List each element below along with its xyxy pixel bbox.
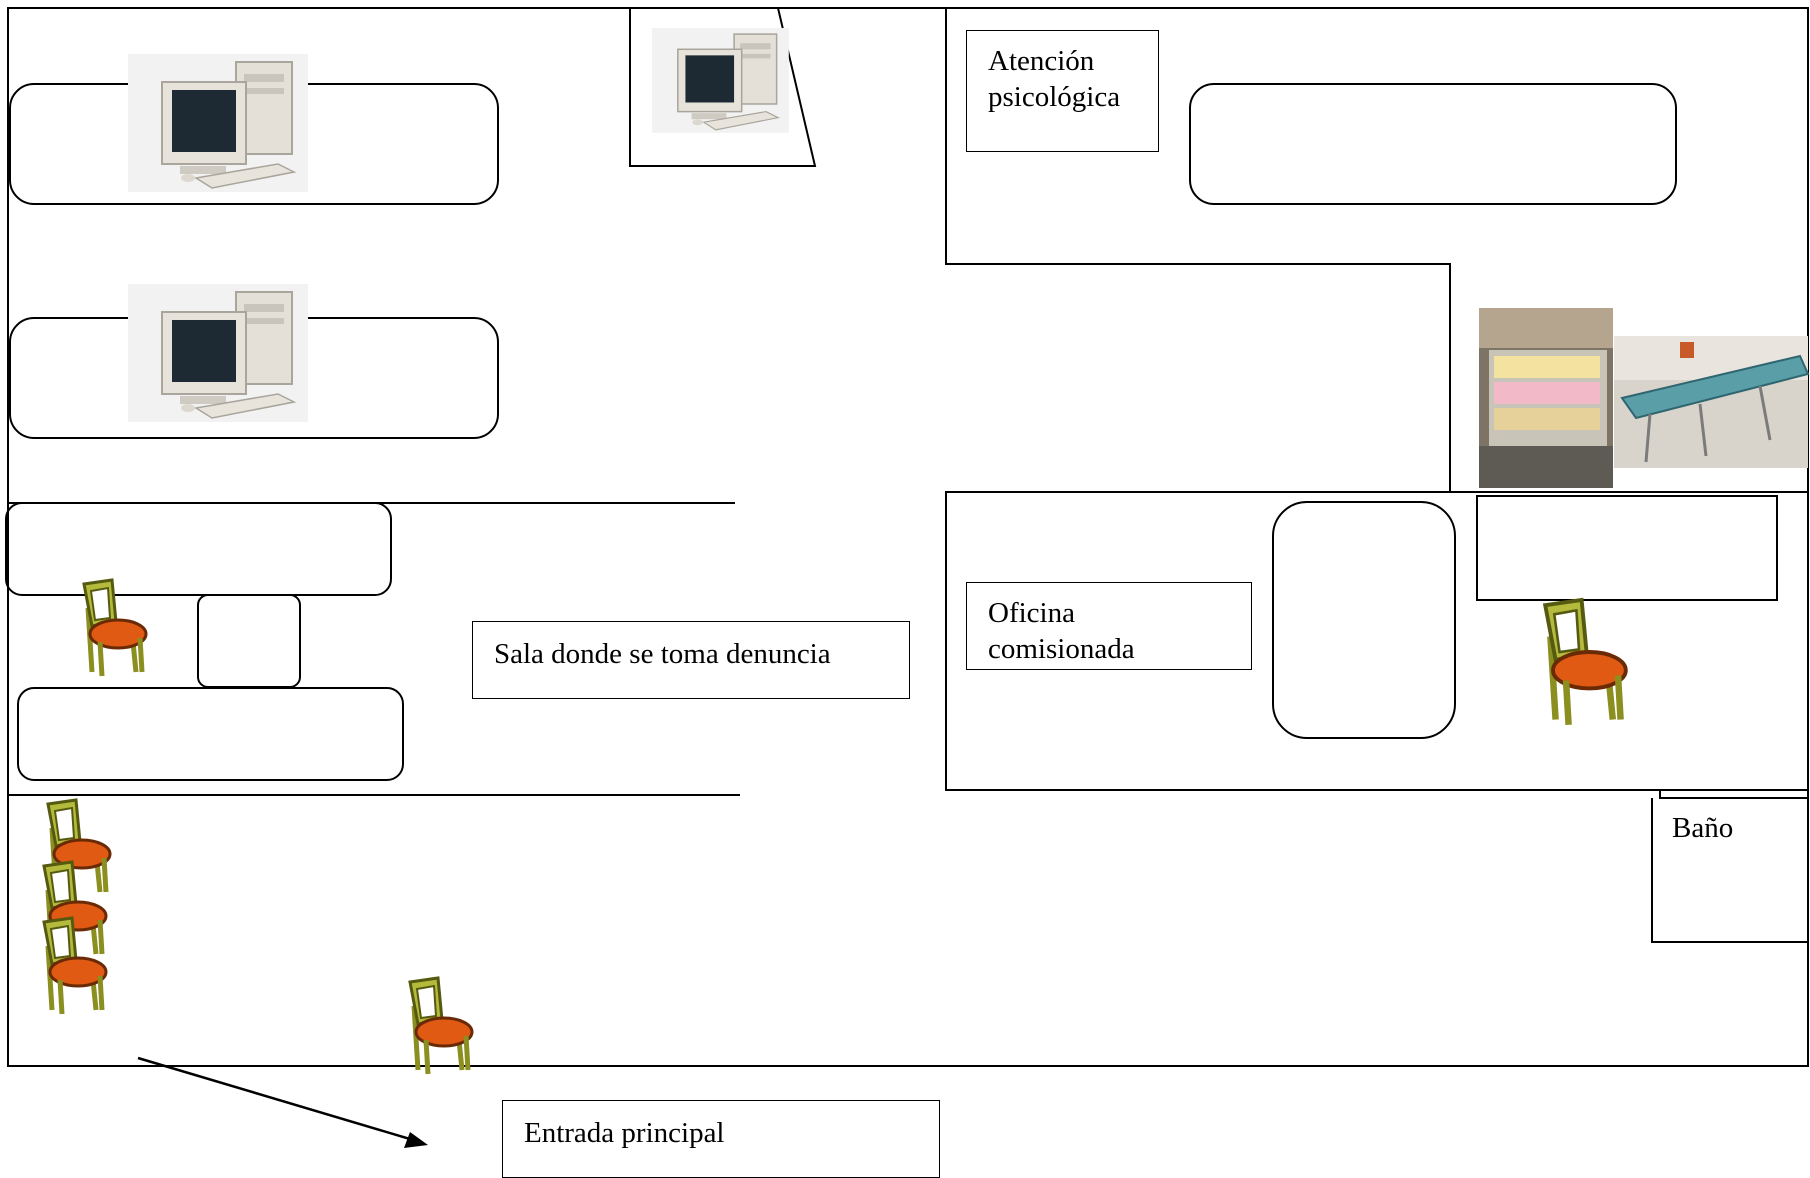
complaint-desk-bottom — [17, 687, 404, 781]
psych-desk — [1189, 83, 1677, 205]
label-office-line1: Oficina — [988, 597, 1075, 629]
label-psych-line2: psicológica — [988, 81, 1121, 113]
label-psych-care: Atención psicológica — [966, 30, 1159, 152]
desktop-computer-icon — [651, 27, 790, 134]
chair-icon — [1545, 600, 1626, 725]
label-complaint-text: Sala donde se toma denuncia — [494, 638, 831, 670]
office-room-wall — [945, 491, 1809, 791]
label-entrance-text: Entrada principal — [524, 1117, 725, 1149]
label-bathroom: Baño — [1652, 798, 1808, 942]
office-desk — [1476, 495, 1778, 601]
label-office-line2: comisionada — [988, 633, 1135, 665]
label-complaint-room: Sala donde se toma denuncia — [472, 621, 910, 699]
complaint-desk-link — [197, 594, 301, 688]
chair-icon — [44, 918, 106, 1014]
bathroom-wall-2 — [1651, 798, 1808, 943]
label-psych-line1: Atención — [988, 45, 1095, 77]
entrance-arrow-head — [404, 1132, 428, 1148]
complaint-desk-top — [5, 502, 392, 596]
examination-bed-photo — [1614, 336, 1810, 468]
entrance-arrow-line — [137, 1056, 421, 1144]
chair-icon — [410, 978, 472, 1074]
label-bathroom-text: Baño — [1672, 812, 1734, 844]
label-main-entrance: Entrada principal — [502, 1100, 940, 1178]
desktop-computer-icon — [127, 283, 309, 423]
computer-nook-wall — [629, 7, 817, 167]
desktop-computer-icon — [127, 53, 309, 193]
label-office: Oficina comisionada — [966, 582, 1252, 670]
psych-room-wall — [945, 8, 1451, 492]
file-cabinet-photo — [1479, 308, 1613, 488]
bathroom-wall — [1659, 790, 1808, 799]
office-cabinet — [1272, 501, 1456, 739]
